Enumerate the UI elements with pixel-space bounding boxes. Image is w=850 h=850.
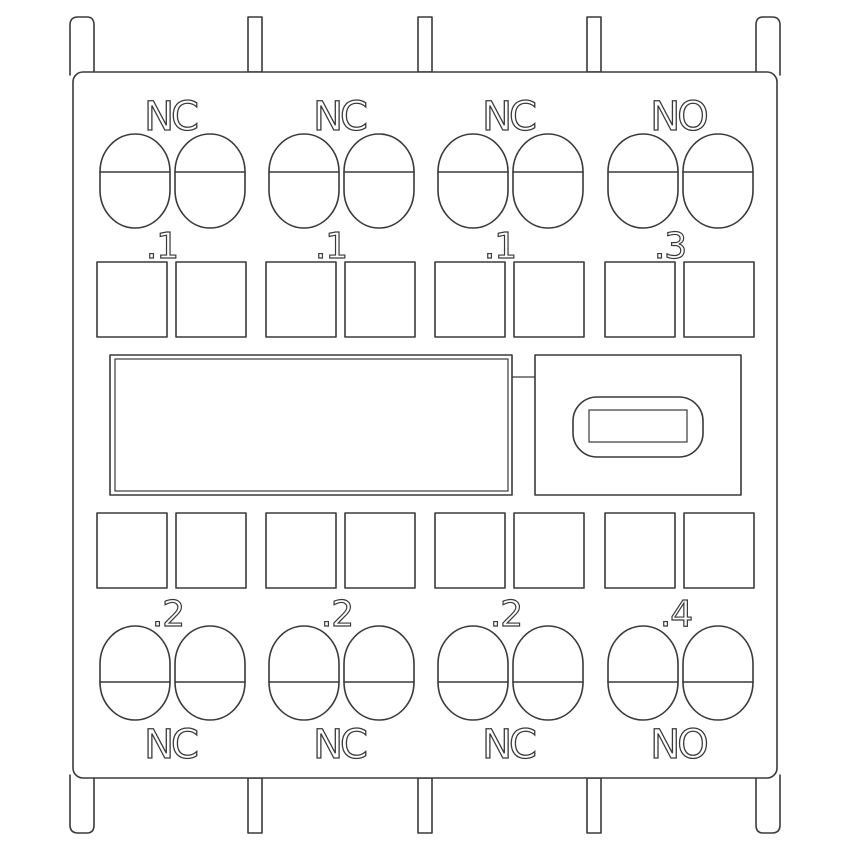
top-terminal-label: .1 (484, 226, 516, 267)
top-group-2: NC .1 (265, 93, 416, 338)
top-terminal-label: .1 (315, 226, 347, 267)
top-terminal-label: .1 (146, 226, 178, 267)
bottom-terminal-label: .2 (321, 594, 353, 635)
terminal-box-bottom-1b (175, 512, 247, 589)
label-window-inner (114, 358, 509, 492)
terminal-screw-top-1b (174, 133, 246, 229)
actuator-housing (534, 354, 742, 496)
label-window (109, 354, 513, 496)
top-contact-type-label: NO (650, 94, 707, 140)
actuator-slot-outer (572, 396, 704, 458)
terminal-screw-top-1a (99, 133, 171, 229)
pin-top-2 (417, 16, 433, 73)
clip-top-left (69, 16, 95, 76)
clip-bottom-left (69, 774, 95, 834)
terminal-box-bottom-2b (344, 512, 416, 589)
terminal-screw-top-3b (512, 133, 584, 229)
clip-bottom-right (755, 774, 781, 834)
top-contact-type-label: NC (144, 94, 197, 140)
top-contact-type-label: NC (482, 94, 535, 140)
bottom-contact-type-label: NO (650, 722, 707, 768)
terminal-box-bottom-1a (96, 512, 168, 589)
bottom-terminal-label: .2 (152, 594, 184, 635)
pin-bottom-2 (417, 777, 433, 834)
terminal-box-bottom-4a (604, 512, 676, 589)
center-actuator (109, 354, 742, 496)
bottom-contact-type-label: NC (144, 722, 197, 768)
bottom-group-2: .2 NC (265, 512, 416, 769)
terminal-box-top-3a (434, 261, 506, 338)
terminal-screw-top-4a (607, 133, 679, 229)
terminal-box-top-2b (344, 261, 416, 338)
pin-top-3 (586, 16, 602, 73)
top-group-1: NC .1 (96, 93, 247, 338)
terminal-screw-top-2b (343, 133, 415, 229)
terminal-box-top-3b (513, 261, 585, 338)
terminal-screw-top-2a (268, 133, 340, 229)
terminal-screw-top-3a (437, 133, 509, 229)
pin-bottom-3 (586, 777, 602, 834)
top-group-3: NC .1 (434, 93, 585, 338)
terminal-box-top-4a (604, 261, 676, 338)
terminal-box-top-2a (265, 261, 337, 338)
pin-bottom-1 (247, 777, 263, 834)
pin-top-1 (247, 16, 263, 73)
bottom-contact-type-label: NC (313, 722, 366, 768)
terminal-box-bottom-4b (683, 512, 755, 589)
bottom-group-3: .2 NC (434, 512, 585, 769)
bottom-contact-type-label: NC (482, 722, 535, 768)
top-terminal-row: NC .1 NC .1 NC .1 (96, 93, 755, 338)
terminal-box-bottom-3a (434, 512, 506, 589)
bottom-terminal-row: .2 NC .2 NC .2 NC (96, 512, 755, 769)
bottom-group-4: .4 NO (604, 512, 755, 769)
terminal-box-top-4b (683, 261, 755, 338)
bottom-terminal-label: .4 (660, 594, 692, 635)
top-contact-type-label: NC (313, 94, 366, 140)
bottom-mounting-clips (69, 774, 781, 834)
top-group-4: NO .3 (604, 93, 755, 338)
clip-top-right (755, 16, 781, 76)
terminal-screw-top-4b (682, 133, 754, 229)
top-terminal-label: .3 (654, 226, 686, 267)
terminal-box-bottom-3b (513, 512, 585, 589)
housing-body (72, 71, 778, 779)
actuator-slot-inner (588, 409, 688, 443)
terminal-box-top-1a (96, 261, 168, 338)
terminal-box-top-1b (175, 261, 247, 338)
top-mounting-clips (69, 16, 781, 76)
bottom-terminal-label: .2 (490, 594, 522, 635)
bottom-group-1: .2 NC (96, 512, 247, 769)
terminal-box-bottom-2a (265, 512, 337, 589)
